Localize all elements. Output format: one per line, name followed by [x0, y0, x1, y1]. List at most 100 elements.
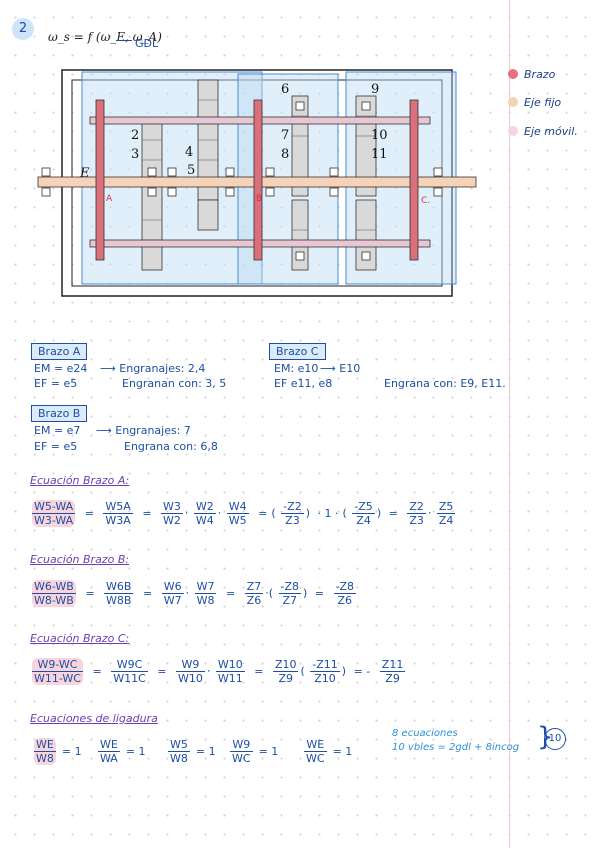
label-gear-9: 9 [371, 82, 379, 97]
eqa-p2-den: Z4 [356, 514, 371, 527]
legend-eje-movil-label: Eje móvil. [524, 125, 578, 138]
eqb-eq1: = [85, 587, 95, 600]
heading-ecuacion-brazo-c: Ecuación Brazo C: [30, 632, 130, 645]
eqc-f3-num: W10 [215, 658, 245, 672]
label-gear-5: 5 [187, 163, 195, 178]
eqa-p1-num: -Z2 [281, 500, 304, 514]
lig1-num: WE [34, 738, 56, 752]
eqc-eq3: = [254, 665, 264, 678]
label-brazo-b: B [256, 194, 262, 204]
eqb-lhs-den: W8-WB [34, 594, 74, 607]
heading-ecuacion-brazo-b: Ecuación Brazo B: [30, 553, 130, 566]
bearing [329, 167, 339, 177]
eqa-f3-num: W2 [193, 500, 216, 514]
lig4-den: WC [232, 752, 251, 765]
eqc-f3-den: W11 [217, 672, 243, 685]
eqa-f1-num: W5A [103, 500, 133, 514]
notebook-margin-line [509, 0, 510, 848]
eqb-f2-num: W6 [161, 580, 184, 594]
bearing [265, 167, 275, 177]
label-gear-10: 10 [371, 128, 388, 143]
bearing [225, 167, 235, 177]
heading-ecuacion-brazo-a: Ecuación Brazo A: [30, 474, 130, 487]
label-gear-11: 11 [371, 147, 388, 162]
bearing [225, 187, 235, 197]
brazo-a-em: EM = e24 [34, 362, 88, 375]
eqa-f2-num: W3 [161, 500, 183, 514]
eqc-f2-num: W9 [175, 658, 205, 672]
eqc-r-den: Z9 [385, 672, 400, 685]
brazo-c [409, 99, 419, 261]
bearing [41, 167, 51, 177]
eqc-eq4: = - [353, 665, 371, 678]
eqa-f2-den: W2 [163, 514, 181, 527]
eqa-r1-num: Z2 [407, 500, 426, 514]
eqa-lhs-num: W5-WA [32, 500, 76, 514]
eqc-f1-den: W11C [113, 672, 146, 685]
legend-brazo-swatch [508, 69, 518, 79]
eqa-r2-num: Z5 [436, 500, 456, 514]
brazo-b-title: Brazo B [31, 405, 88, 422]
brazo-b-engranajes-text: Engranajes: 7 [115, 424, 191, 437]
brazo-c-title: Brazo C [269, 343, 326, 360]
eqa-f1-den: W3A [105, 514, 131, 527]
legend-eje-fijo-swatch [508, 97, 518, 107]
brazo-a-engranajes: ⟶ Engranajes: 2,4 [100, 362, 206, 375]
eqc-p1-num: Z10 [272, 658, 299, 672]
brazo-b [253, 99, 263, 261]
label-gear-6: 6 [281, 82, 289, 97]
brazo-b-engranajes: ⟶ Engranajes: 7 [96, 424, 191, 437]
eqa-eq1: = [84, 507, 94, 520]
eqc-lhs-den: W11-WC [34, 672, 81, 685]
bearing [295, 101, 305, 111]
legend-eje-fijo: Eje fijo [508, 96, 561, 109]
eqb-eq3: = [225, 587, 236, 600]
eqc-p2-den: Z10 [314, 672, 336, 685]
label-gear-4: 4 [185, 145, 193, 160]
circled-number: 10 [544, 728, 566, 750]
brazo-c-em: EM: e10 [274, 362, 319, 375]
lig5-result: = 1 [332, 745, 353, 758]
bearing [361, 251, 371, 261]
eqa-r1-den: Z3 [409, 514, 424, 527]
lig2-num: WE [98, 738, 120, 752]
eqa-mid: · 1 · [317, 507, 339, 520]
bearing [433, 187, 443, 197]
label-brazo-c: C. [421, 196, 430, 206]
eqa-eq2: = [142, 507, 152, 520]
eqc-eq1: = [92, 665, 102, 678]
eqa-f3-den: W4 [195, 514, 214, 527]
legend-brazo-label: Brazo [524, 68, 556, 81]
eqa-f4-num: W4 [226, 500, 249, 514]
label-gear-8: 8 [281, 147, 289, 162]
brazo-a-engranajes-text: Engranajes: 2,4 [119, 362, 206, 375]
note-line-2: 10 vbles = 2gdl + 8incog [392, 742, 520, 753]
bearing [147, 167, 157, 177]
bearing [329, 187, 339, 197]
eqb-f3-den: W8 [196, 594, 215, 607]
lig5-den: WC [306, 752, 325, 765]
bearing [147, 187, 157, 197]
